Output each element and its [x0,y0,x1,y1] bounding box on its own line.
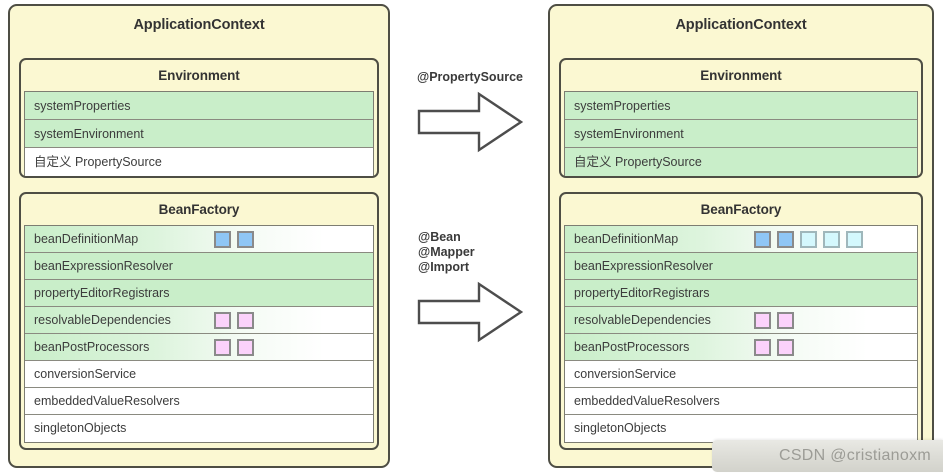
transition-label-property-source: @PropertySource [417,70,523,84]
row-label: 自定义 PropertySource [34,155,162,169]
environment-group-right: Environment systemProperties systemEnviro… [559,58,923,178]
pink-chip-icon [237,311,254,329]
watermark: CSDN @cristianoxm [712,440,943,472]
chip-group [214,334,254,360]
table-row: beanExpressionResolver [25,253,373,280]
arrow-wrap-2 [396,281,544,343]
table-row: systemEnvironment [565,120,917,148]
row-label: embeddedValueResolvers [574,394,720,408]
table-row: beanPostProcessors [25,334,373,361]
environment-group-left: Environment systemProperties systemEnviro… [19,58,379,178]
table-row: embeddedValueResolvers [565,388,917,415]
table-row: systemProperties [565,92,917,120]
row-label: 自定义 PropertySource [574,155,702,169]
pink-chip-icon [754,338,771,356]
row-label: conversionService [574,367,677,381]
table-row: embeddedValueResolvers [25,388,373,415]
right-arrow-icon [417,91,523,153]
application-context-title-left: ApplicationContext [133,17,265,33]
row-label: systemProperties [34,99,131,113]
right-arrow-icon [417,281,523,343]
beanfactory-title-left: BeanFactory [158,202,240,217]
cyan-chip-icon [800,230,817,248]
table-row: beanPostProcessors [565,334,917,361]
table-row: propertyEditorRegistrars [565,280,917,307]
environment-rows-right: systemProperties systemEnvironment 自定义 Pro… [564,91,918,176]
blue-chip-icon [754,230,771,248]
row-label: systemEnvironment [574,127,684,141]
beanfactory-rows-left: beanDefinitionMap beanExpressionResolver p… [24,225,374,443]
beanfactory-group-left: BeanFactory beanDefinitionMap beanExpress… [19,192,379,450]
application-context-left: ApplicationContext Environment systemPro… [8,4,390,468]
pink-chip-icon [214,311,231,329]
table-row: 自定义 PropertySource [565,148,917,176]
row-label: resolvableDependencies [574,313,711,327]
table-row: beanDefinitionMap [565,226,917,253]
table-row: 自定义 PropertySource [25,148,373,176]
table-row: conversionService [565,361,917,388]
row-label: conversionService [34,367,137,381]
table-row: systemProperties [25,92,373,120]
table-row: singletonObjects [565,415,917,442]
chip-group [214,307,254,333]
row-label: embeddedValueResolvers [34,394,180,408]
row-label: beanExpressionResolver [574,259,713,273]
table-row: singletonObjects [25,415,373,442]
cyan-chip-icon [846,230,863,248]
application-context-right: ApplicationContext Environment systemPro… [548,4,934,468]
chip-group [754,226,863,252]
pink-chip-icon [777,338,794,356]
row-label: singletonObjects [574,421,667,435]
chip-group [754,334,794,360]
row-label: beanPostProcessors [34,340,150,354]
row-label: singletonObjects [34,421,127,435]
table-row: beanDefinitionMap [25,226,373,253]
table-row: beanExpressionResolver [565,253,917,280]
row-label: systemEnvironment [34,127,144,141]
blue-chip-icon [777,230,794,248]
row-label: propertyEditorRegistrars [574,286,710,300]
table-row: systemEnvironment [25,120,373,148]
chip-group [214,226,254,252]
row-label: beanDefinitionMap [34,232,139,246]
pink-chip-icon [237,338,254,356]
environment-title-left: Environment [158,68,240,83]
blue-chip-icon [237,230,254,248]
blue-chip-icon [214,230,231,248]
beanfactory-title-right: BeanFactory [700,202,782,217]
arrow-wrap-1 [396,91,544,153]
cyan-chip-icon [823,230,840,248]
pink-chip-icon [777,311,794,329]
transition-property-source: @PropertySource [396,70,544,153]
row-label: beanPostProcessors [574,340,690,354]
table-row: resolvableDependencies [565,307,917,334]
row-label: beanDefinitionMap [574,232,679,246]
beanfactory-rows-right: beanDefinitionMap beanExpressionResolver p… [564,225,918,443]
table-row: conversionService [25,361,373,388]
pink-chip-icon [214,338,231,356]
environment-rows-left: systemProperties systemEnvironment 自定义 Pro… [24,91,374,176]
row-label: resolvableDependencies [34,313,171,327]
pink-chip-icon [754,311,771,329]
transition-label-bean-annotations: @Bean @Mapper @Import [418,230,475,274]
row-label: systemProperties [574,99,671,113]
row-label: propertyEditorRegistrars [34,286,170,300]
transition-bean-annotations: @Bean @Mapper @Import [396,230,544,343]
environment-title-right: Environment [700,68,782,83]
chip-group [754,307,794,333]
row-label: beanExpressionResolver [34,259,173,273]
beanfactory-group-right: BeanFactory beanDefinitionMap beanExpress… [559,192,923,450]
table-row: resolvableDependencies [25,307,373,334]
application-context-title-right: ApplicationContext [675,17,807,33]
table-row: propertyEditorRegistrars [25,280,373,307]
